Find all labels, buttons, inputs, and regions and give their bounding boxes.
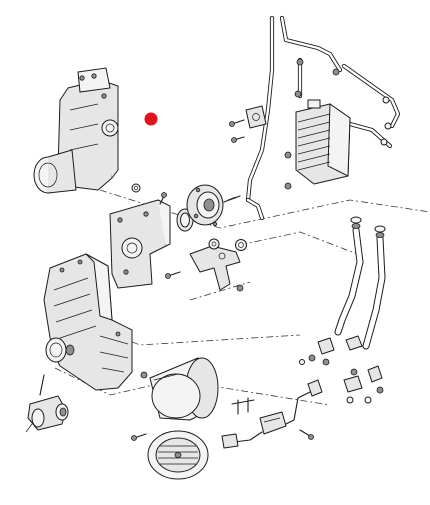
cooler-mount-fittings <box>131 105 292 193</box>
drive-flange <box>186 184 241 227</box>
support-arm <box>165 238 247 292</box>
gearbox-housing <box>43 253 133 391</box>
cooler-pipe-assembly <box>245 15 401 221</box>
bell-housing-cone <box>140 357 219 421</box>
gearbox-overview-inset <box>33 67 119 194</box>
coolant-hoses <box>334 216 386 350</box>
oil-cooler <box>295 99 351 185</box>
hose-fittings <box>299 335 384 404</box>
mounting-bracket <box>109 192 171 289</box>
highlight-marker-dot[interactable] <box>144 112 158 126</box>
sensor-harness <box>221 391 314 449</box>
cover-disc <box>131 430 209 480</box>
output-shaft-detail <box>25 374 69 433</box>
